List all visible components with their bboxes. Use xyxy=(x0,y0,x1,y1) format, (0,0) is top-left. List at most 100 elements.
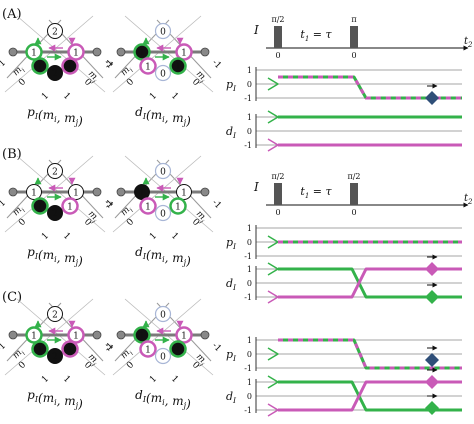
d-node-lower-left-number: 1 xyxy=(145,203,151,213)
p-node-left xyxy=(25,43,43,61)
d-tick: 0 xyxy=(125,360,136,371)
panel-c-p-tick-1: 1 xyxy=(247,336,252,345)
d-node-bottom xyxy=(154,347,172,365)
panel-c-p-row-label: pI xyxy=(226,348,237,363)
d-tick: 0 xyxy=(190,217,201,228)
d-axis-label-mi: mi xyxy=(119,204,135,220)
d-node-lower-right xyxy=(169,197,187,215)
d-tick: -1 xyxy=(210,198,223,211)
panel-c-p-tick-minus1: -1 xyxy=(244,364,252,373)
d-node-left xyxy=(133,326,151,344)
p-node-top-number: 2 xyxy=(52,168,58,178)
p-axis-label-mj: mj xyxy=(84,209,100,225)
d-tick: 1 xyxy=(169,374,180,385)
d-node-bottom-number: 0 xyxy=(160,210,166,220)
d-axis-line xyxy=(112,15,202,93)
p-node-lower-right-number: 1 xyxy=(67,203,73,213)
d-caption: dI(mi, mj) xyxy=(135,245,191,268)
panel-b-zero-1: 0 xyxy=(275,208,280,217)
panel-a-d-tick-1: 1 xyxy=(247,113,252,122)
panel-a-pulse-2 xyxy=(350,26,358,48)
p-node-top xyxy=(47,23,63,39)
panel-a-zero-2: 0 xyxy=(351,51,356,60)
panel-a-zero-1: 0 xyxy=(275,51,280,60)
d-tick: -1 xyxy=(103,58,116,71)
p-tick: 1 xyxy=(61,374,72,385)
d-end-node xyxy=(116,330,126,340)
p-node-lower-left xyxy=(31,197,49,215)
d-end-node xyxy=(116,47,126,57)
d-axis-label-mj: mj xyxy=(192,209,208,225)
p-end-node xyxy=(8,47,18,57)
p-tick: -1 xyxy=(0,198,8,211)
p-node-lower-left xyxy=(31,340,49,358)
d-axis-line xyxy=(112,298,202,376)
p-tick: -1 xyxy=(0,341,8,354)
d-tick: -1 xyxy=(103,341,116,354)
panel-a-p-row-label: pI xyxy=(226,78,237,93)
p-node-top xyxy=(47,306,63,322)
p-node-top-number: 2 xyxy=(52,28,58,38)
d-node-top xyxy=(154,162,172,180)
panel-a-d-tick-minus1: -1 xyxy=(244,141,252,150)
p-node-left-number: 1 xyxy=(31,189,37,199)
panel-a-pulse-1 xyxy=(274,26,282,48)
p-node-bottom xyxy=(47,65,63,81)
p-node-bottom-number: 2 xyxy=(52,70,58,80)
d-end-node xyxy=(116,187,126,197)
d-tick: 0 xyxy=(125,77,136,88)
panel-a-p-tick-minus1: -1 xyxy=(244,94,252,103)
d-node-left-number: 1 xyxy=(139,189,145,199)
p-tick: -1 xyxy=(0,58,8,71)
d-node-bottom xyxy=(154,204,172,222)
p-node-lower-right xyxy=(61,57,79,75)
p-node-right xyxy=(67,43,85,61)
d-tick: 0 xyxy=(190,360,201,371)
d-tick: -1 xyxy=(210,58,223,71)
p-caption: pI(mi, mj) xyxy=(27,105,83,128)
p-node-bottom xyxy=(47,348,63,364)
p-node-lower-right xyxy=(61,340,79,358)
d-node-right xyxy=(175,43,193,61)
panel-b-d-tick-1: 1 xyxy=(247,265,252,274)
d-node-top xyxy=(154,22,172,40)
p-node-left-number: 1 xyxy=(31,332,37,342)
d-node-top-number: 0 xyxy=(160,311,166,321)
d-node-left-number: 1 xyxy=(139,49,145,59)
d-axis-label-mi: mi xyxy=(119,347,135,363)
panel-b-d-row-label: dI xyxy=(226,277,237,292)
panel-b-I-label: I xyxy=(253,180,259,194)
panel-b-p-tick-minus1: -1 xyxy=(244,252,252,261)
panel-a-d-tick-0: 0 xyxy=(247,127,252,136)
p-node-lower-left xyxy=(31,57,49,75)
p-axis-line xyxy=(4,155,94,233)
panel-a-I-label: I xyxy=(253,23,259,37)
panel-a-p-tick-0: 0 xyxy=(247,80,252,89)
p-node-bottom-number: 2 xyxy=(52,210,58,220)
p-end-node xyxy=(92,47,102,57)
d-node-bottom-number: 0 xyxy=(160,70,166,80)
panel-b-p-tick-1: 1 xyxy=(247,224,252,233)
p-tick: 0 xyxy=(17,217,28,228)
d-tick: 1 xyxy=(148,231,159,242)
p-node-right-number: 1 xyxy=(73,49,79,59)
p-node-left xyxy=(25,326,43,344)
d-tick: 1 xyxy=(148,91,159,102)
p-node-left-number: 1 xyxy=(31,49,37,59)
p-tick: 0 xyxy=(17,77,28,88)
panel-c-d-tick-minus1: -1 xyxy=(244,406,252,415)
p-tick: 1 xyxy=(40,231,51,242)
d-node-right-number: 1 xyxy=(181,332,187,342)
d-tick: -1 xyxy=(210,341,223,354)
panel-a-label: (A) xyxy=(2,7,22,22)
p-node-right xyxy=(67,326,85,344)
p-node-top-number: 2 xyxy=(52,311,58,321)
p-axis-label-mj: mj xyxy=(84,352,100,368)
panel-c-p-fork xyxy=(267,347,279,361)
p-tick: 1 xyxy=(61,231,72,242)
p-end-node xyxy=(92,330,102,340)
panel-b-d-trace-magenta xyxy=(278,267,462,299)
d-node-right xyxy=(176,184,192,200)
panel-a-p-diamond xyxy=(425,91,439,105)
panel-c-d-diamond-magenta xyxy=(425,375,439,389)
